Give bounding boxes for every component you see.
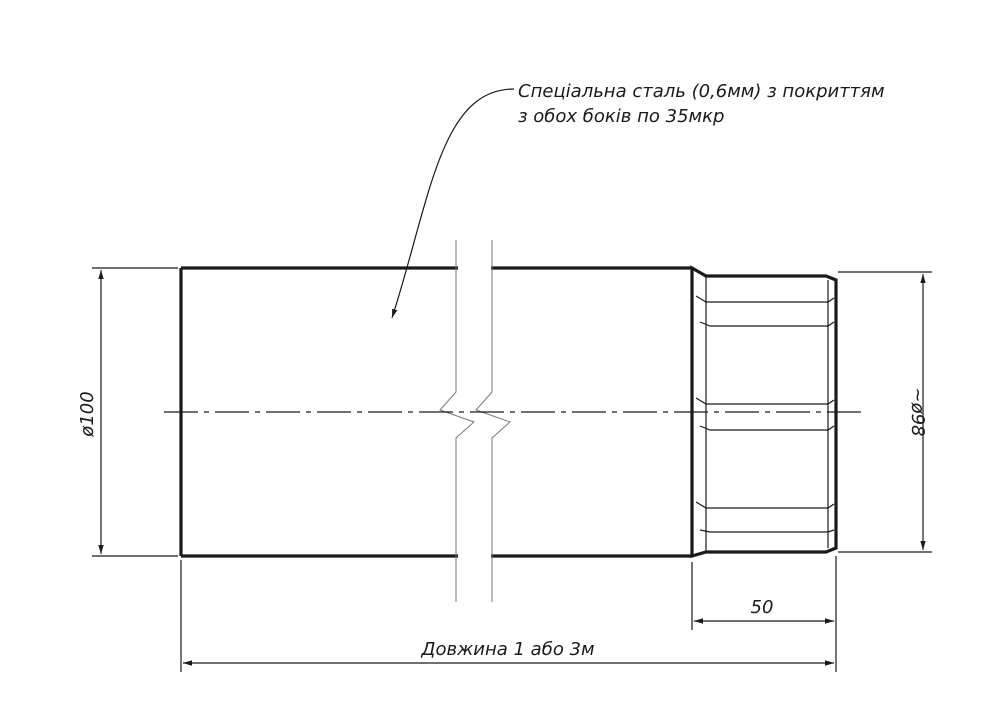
break-line-right [475, 240, 511, 602]
crimped-end [690, 265, 838, 559]
crimp-rib-1 [695, 295, 835, 303]
end-length-label: 50 [751, 597, 774, 618]
crimp-rib-2 [699, 321, 835, 327]
end-diameter-dimension: ~ø98 [838, 271, 932, 553]
callout-text-line-1: Спеціальна сталь (0,6мм) з покриттям [518, 81, 885, 102]
crimp-rib-6 [699, 529, 835, 533]
end-diameter-label: ~ø98 [907, 388, 928, 437]
callout-leader-line [391, 88, 515, 319]
crimp-rib-4 [699, 425, 835, 431]
outer-diameter-dimension: ø100 [77, 267, 178, 557]
total-length-label: Довжина 1 або 3м [420, 639, 594, 660]
break-lines [439, 240, 511, 602]
crimp-rib-5 [695, 501, 835, 509]
break-line-left [439, 240, 475, 602]
material-callout: Спеціальна сталь (0,6мм) з покриттям з о… [391, 81, 885, 319]
end-length-dimension: 50 [691, 556, 837, 672]
crimped-end-outline [690, 265, 838, 559]
outer-diameter-label: ø100 [77, 391, 98, 437]
crimp-rib-3 [695, 397, 835, 405]
callout-text-line-2: з обох боків по 35мкр [518, 106, 724, 127]
total-length-dimension: Довжина 1 або 3м [180, 560, 834, 672]
